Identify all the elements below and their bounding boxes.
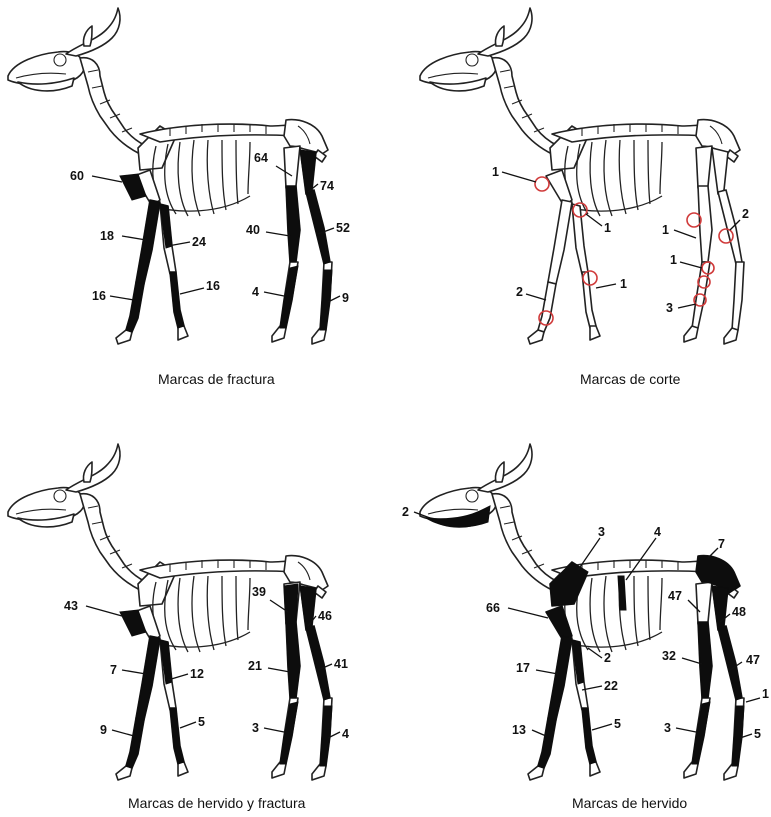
label-h-2b: 2 — [604, 651, 611, 665]
label-hf-41: 41 — [334, 657, 348, 671]
cut-circle — [535, 177, 549, 191]
label-corte-2b: 2 — [742, 207, 749, 221]
label-fractura-4: 4 — [252, 285, 259, 299]
mark-hindlimb-left — [280, 186, 300, 328]
mark-forelimb-left — [126, 200, 160, 332]
label-h-5a: 5 — [614, 717, 621, 731]
label-h-5b: 5 — [754, 727, 761, 741]
label-hf-3: 3 — [252, 721, 259, 735]
label-h-7: 7 — [718, 537, 725, 551]
label-fractura-24: 24 — [192, 235, 206, 249]
label-h-17: 17 — [516, 661, 530, 675]
label-hf-43: 43 — [64, 599, 78, 613]
label-h-22: 22 — [604, 679, 618, 693]
label-h-47a: 47 — [668, 589, 682, 603]
label-fractura-16b: 16 — [206, 279, 220, 293]
mark-rib — [618, 576, 626, 610]
label-h-32: 32 — [662, 649, 676, 663]
label-hf-4: 4 — [342, 727, 349, 741]
label-hf-5a: 5 — [198, 715, 205, 729]
label-corte-2a: 2 — [516, 285, 523, 299]
label-hf-21: 21 — [248, 659, 262, 673]
label-corte-1a: 1 — [492, 165, 499, 179]
mark-forelimb-left — [538, 606, 572, 768]
caption-fractura: Marcas de fractura — [158, 371, 275, 387]
panel-fractura: 60 18 24 16 16 64 74 40 52 4 9 Marcas de… — [8, 8, 350, 387]
label-h-3b: 3 — [664, 721, 671, 735]
label-h-1: 1 — [762, 687, 769, 701]
label-fractura-64: 64 — [254, 151, 268, 165]
label-fractura-16a: 16 — [92, 289, 106, 303]
label-h-66: 66 — [486, 601, 500, 615]
label-fractura-60: 60 — [70, 169, 84, 183]
caption-hervido-fractura: Marcas de hervido y fractura — [128, 795, 306, 811]
panel-hervido-fractura: 43 7 12 9 5 39 46 21 41 3 4 Marcas de he… — [8, 444, 349, 811]
label-corte-3: 3 — [666, 301, 673, 315]
label-hf-46: 46 — [318, 609, 332, 623]
label-hf-12: 12 — [190, 667, 204, 681]
mark-hindlimb-right — [300, 150, 332, 330]
label-h-13: 13 — [512, 723, 526, 737]
caption-hervido: Marcas de hervido — [572, 795, 687, 811]
label-corte-1e: 1 — [670, 253, 677, 267]
mark-forelimb-left — [126, 636, 160, 768]
deer-skeleton — [420, 444, 744, 780]
label-fractura-40: 40 — [246, 223, 260, 237]
label-h-48: 48 — [732, 605, 746, 619]
deer-skeleton — [8, 8, 332, 344]
label-hf-7: 7 — [110, 663, 117, 677]
label-fractura-18: 18 — [100, 229, 114, 243]
panel-corte: 1 1 2 1 1 2 1 3 Marcas de corte — [420, 8, 749, 387]
mark-hindlimb-left — [692, 622, 712, 764]
deer-skeleton — [420, 8, 744, 344]
caption-corte: Marcas de corte — [580, 371, 681, 387]
label-corte-1d: 1 — [662, 223, 669, 237]
label-fractura-9: 9 — [342, 291, 349, 305]
panel-hervido: 2 3 4 7 66 2 17 22 13 5 47 48 32 47 1 3 … — [402, 444, 769, 811]
mark-hindlimb-left — [280, 584, 300, 764]
label-hf-39: 39 — [252, 585, 266, 599]
label-h-3: 3 — [598, 525, 605, 539]
label-h-2a: 2 — [402, 505, 409, 519]
label-hf-9: 9 — [100, 723, 107, 737]
label-h-4: 4 — [654, 525, 661, 539]
label-fractura-52: 52 — [336, 221, 350, 235]
label-fractura-74: 74 — [320, 179, 334, 193]
deer-skeleton — [8, 444, 332, 780]
label-corte-1c: 1 — [620, 277, 627, 291]
label-corte-1b: 1 — [604, 221, 611, 235]
label-h-47b: 47 — [746, 653, 760, 667]
